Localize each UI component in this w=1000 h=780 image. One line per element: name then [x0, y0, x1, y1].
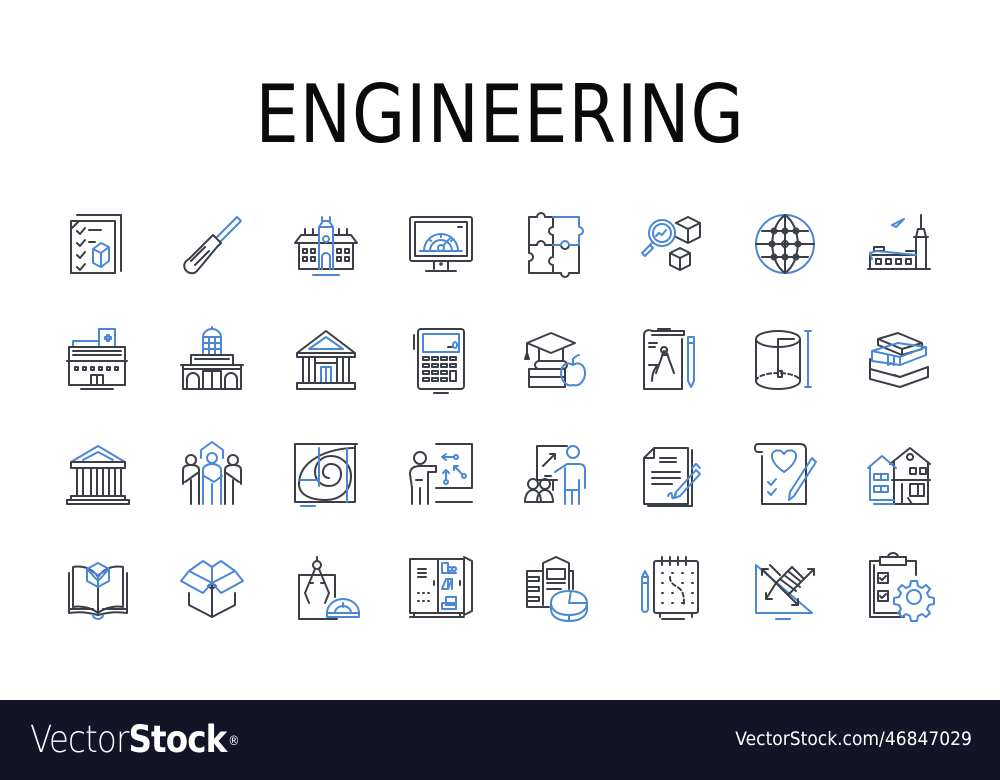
presenter-strategy-board-icon [406, 440, 476, 510]
puzzle-icon [521, 209, 591, 279]
monitor-gauge-icon [406, 209, 476, 279]
compass-protractor-icon [291, 553, 361, 623]
logo-text-bold: Stock [128, 718, 227, 761]
vectorstock-logo[interactable]: VectorStock® [30, 718, 240, 762]
calculator-icon [406, 325, 476, 395]
notepad-route-pencil-icon [636, 553, 706, 623]
registered-mark: ® [228, 734, 239, 749]
drafting-compass-pencil-icon [636, 325, 706, 395]
clipboard-gear-icon [864, 552, 935, 623]
svg-text:a: a [813, 354, 820, 368]
golden-ratio-spiral-icon [291, 440, 361, 510]
screwdriver-icon [177, 209, 247, 279]
wishlist-pen-icon [750, 440, 820, 510]
magnifier-cubes-icon [636, 209, 706, 279]
page-title: ENGINEERING [255, 68, 745, 161]
checklist-document-icon [63, 209, 133, 279]
image-url-link[interactable]: VectorStock.com/46847029 [735, 728, 972, 750]
graduation-books-apple-icon [521, 325, 591, 395]
observatory-building-icon [177, 325, 247, 395]
footer-bar: VectorStock® VectorStock.com/46847029 [0, 700, 1000, 780]
courthouse-icon [63, 440, 133, 510]
open-book-cube-icon [63, 553, 133, 623]
houses-icon [864, 440, 934, 510]
team-people-icon [177, 440, 247, 510]
museum-building-icon [291, 325, 361, 395]
airport-tower-icon [864, 209, 934, 279]
building-pie-chart-icon [521, 553, 591, 623]
logo-text-light: Vector [30, 718, 129, 761]
signed-contract-icon [636, 440, 706, 510]
locker-cabinet-icon [406, 553, 476, 623]
hospital-building-icon [63, 325, 133, 395]
globe-network-icon [750, 209, 820, 279]
university-building-icon [291, 209, 361, 279]
icon-grid: a [63, 209, 935, 623]
cylinder-dimension-icon: a [750, 325, 820, 395]
ruler-triangle-resize-icon [750, 553, 820, 623]
teacher-audience-icon [521, 440, 591, 510]
book-stack-icon [864, 325, 934, 395]
open-box-icon [177, 553, 247, 623]
